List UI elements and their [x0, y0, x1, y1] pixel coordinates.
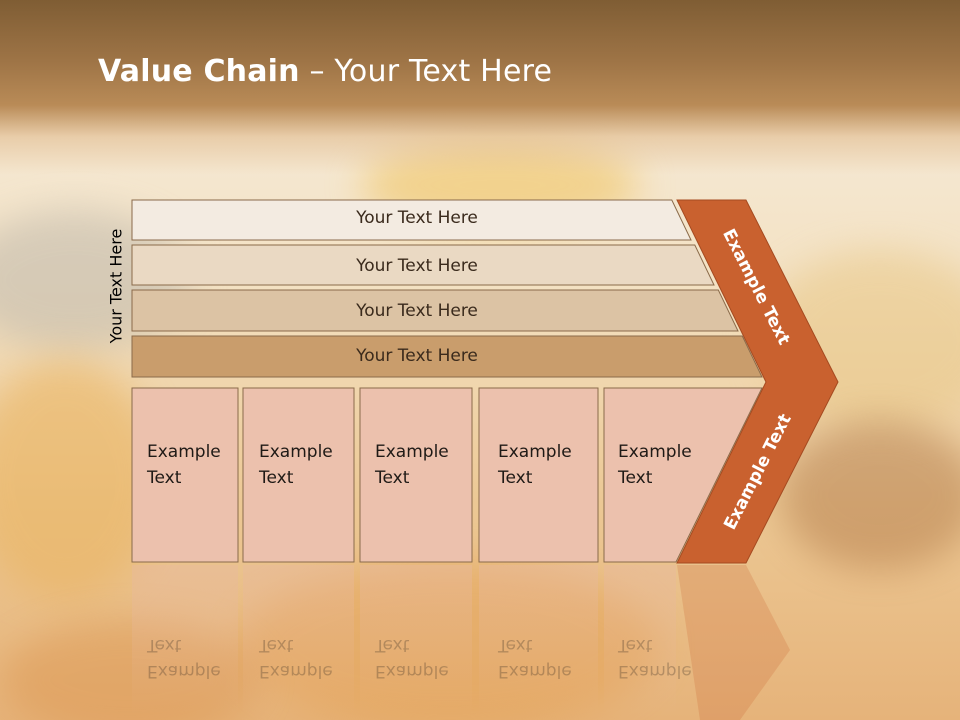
- box-5-line-1: Example: [618, 442, 692, 462]
- example-box-4: [478, 387, 599, 563]
- chevron-reflection: [677, 565, 790, 720]
- row-band-2: [131, 244, 715, 286]
- chevron-arrow: [676, 199, 839, 564]
- box-2-line-2: Text: [259, 468, 294, 488]
- box-reflection-shape-4: [479, 565, 598, 715]
- box-5-line-2: Text: [618, 468, 653, 488]
- box-3-line-1: Example: [375, 442, 449, 462]
- row-band-3: [131, 289, 739, 332]
- box-text-1: Example Text: [147, 439, 247, 491]
- box-1-line-1: Example: [147, 442, 221, 462]
- box-text-3: Example Text: [375, 439, 475, 491]
- example-box-5: [603, 387, 763, 563]
- box-2-line-1: Example: [259, 442, 333, 462]
- box-3-line-2: Text: [375, 468, 410, 488]
- box-text-5: Example Text: [618, 439, 718, 491]
- row-label-4: Your Text Here: [356, 346, 478, 366]
- example-box-1: [131, 387, 239, 563]
- row-label-2: Your Text Here: [356, 256, 478, 276]
- row-label-3: Your Text Here: [356, 301, 478, 321]
- box-1-line-2: Text: [147, 468, 182, 488]
- row-label-1: Your Text Here: [356, 208, 478, 228]
- row-band-4: [131, 335, 763, 378]
- box-reflection-shape-5: [604, 565, 676, 715]
- title-bold: Value Chain: [98, 54, 300, 89]
- example-box-3: [359, 387, 473, 563]
- box-4-line-1: Example: [498, 442, 572, 462]
- header-band: [0, 0, 960, 175]
- box-reflection-shape-1: [132, 565, 238, 715]
- box-text-2: Example Text: [259, 439, 359, 491]
- row-band-1: [131, 199, 692, 241]
- box-reflection-shape-3: [360, 565, 472, 715]
- box-text-4: Example Text: [498, 439, 598, 491]
- slide-title: Value Chain – Your Text Here: [98, 54, 552, 89]
- title-rest: – Your Text Here: [299, 54, 553, 89]
- box-4-line-2: Text: [498, 468, 533, 488]
- box-reflection-shape-2: [243, 565, 354, 715]
- example-box-2: [242, 387, 355, 563]
